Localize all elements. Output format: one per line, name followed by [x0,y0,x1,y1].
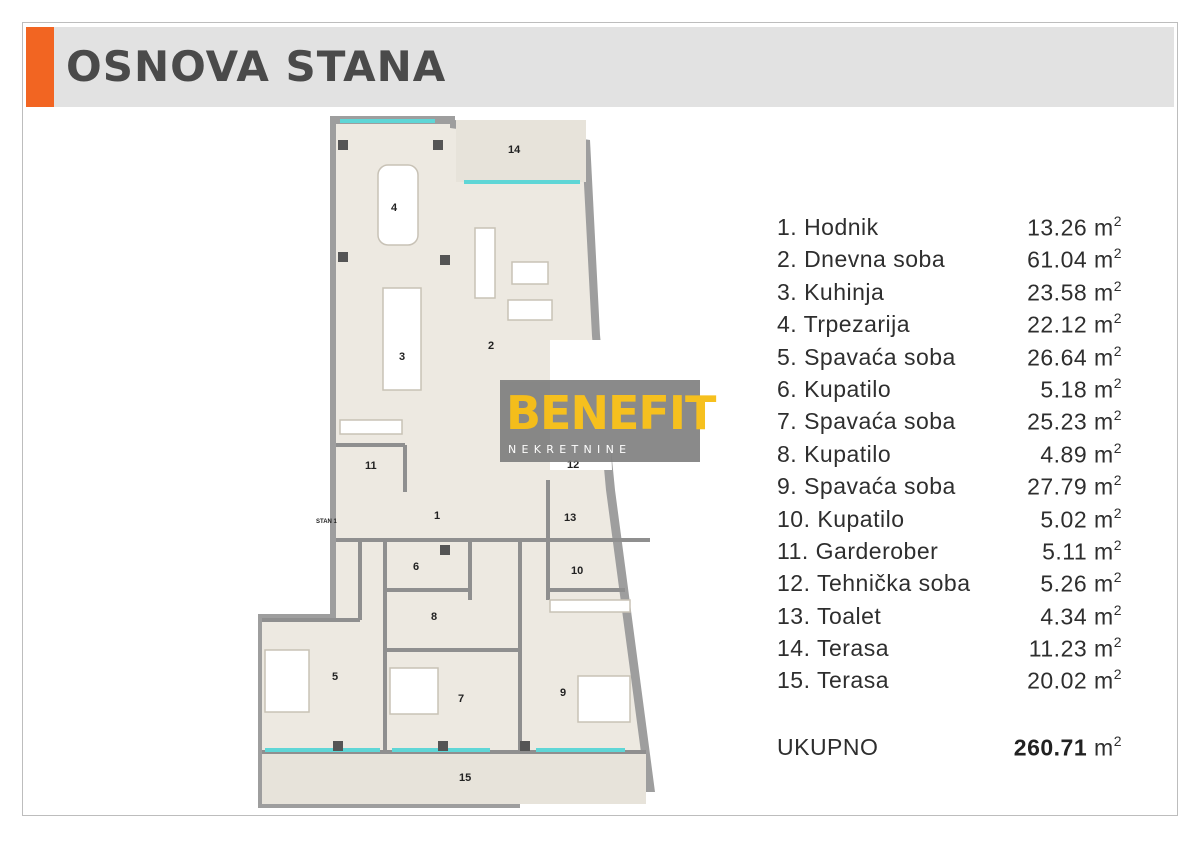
total-label: UKUPNO [777,734,879,760]
legend-room-name: 14. Terasa [777,635,889,662]
total-value: 260.71 [1013,734,1088,761]
page-title: OSNOVA STANA [66,42,447,91]
floor-plan: 1 2 3 4 5 6 7 8 9 10 11 12 13 14 15 STAN… [258,116,655,808]
area-legend: 1. Hodnik 13.26 m2 2. Dnevna soba 61.04 m2… [777,213,1122,700]
header-bar [26,27,1174,107]
bed-5 [264,649,310,713]
legend-room-area: 5.26 m2 [1040,569,1122,597]
watermark-subtitle: NEKRETNINE [508,443,632,456]
legend-room-name: 7. Spavaća soba [777,408,956,435]
legend-room-area: 61.04 m2 [1027,245,1122,274]
legend-room-area: 11.23 m2 [1028,634,1122,662]
legend-room-area: 4.89 m2 [1040,439,1122,468]
legend-row: 10. Kupatilo 5.02 m2 [777,504,1122,538]
legend-room-area: 23.58 m2 [1027,277,1122,306]
legend-row: 4. Trpezarija 22.12 m2 [777,310,1122,343]
room-label-8: 8 [431,611,437,623]
counter-11 [339,419,403,435]
legend-room-name: 8. Kupatilo [777,440,892,467]
legend-row: 6. Kupatilo 5.18 m2 [777,374,1122,408]
watermark-logo: BENEFIT NEKRETNINE [500,380,716,462]
legend-row: 8. Kupatilo 4.89 m2 [777,439,1122,473]
total-row: UKUPNO 260.71 m2 [777,733,1122,768]
legend-row: 14. Terasa 11.23 m2 [777,634,1122,667]
legend-room-area: 4.34 m2 [1040,601,1122,630]
room-label-7: 7 [458,693,464,705]
legend-room-name: 1. Hodnik [777,214,879,240]
legend-room-area: 20.02 m2 [1027,666,1122,695]
legend-room-area: 13.26 m2 [1027,213,1122,241]
room-label-3: 3 [399,351,405,363]
legend-room-name: 13. Toalet [777,602,882,629]
room-label-15: 15 [459,772,471,784]
legend-room-area: 26.64 m2 [1027,342,1122,371]
room-label-4: 4 [391,202,398,214]
room-label-12: 12 [567,459,579,471]
total-area: 260.71 m2 [1013,733,1122,761]
dining-table [377,164,419,246]
room-label-1: 1 [434,510,440,522]
legend-row: 2. Dnevna soba 61.04 m2 [777,245,1122,278]
watermark-brand: BENEFIT [506,386,716,440]
room-label-9: 9 [560,687,566,699]
legend-room-name: 9. Spavaća soba [777,473,956,500]
terrace-15 [262,752,646,804]
legend-row: 7. Spavaća soba 25.23 m2 [777,407,1122,440]
legend-room-area: 27.79 m2 [1027,472,1122,500]
legend-row: 11. Garderober 5.11 m2 [777,536,1122,570]
legend-row: 12. Tehnička soba 5.26 m2 [777,569,1122,602]
room-label-13: 13 [564,512,576,524]
legend-room-name: 12. Tehnička soba [777,570,971,597]
legend-row: 15. Terasa 20.02 m2 [777,666,1122,699]
legend-room-area: 5.11 m2 [1042,536,1122,565]
legend-room-area: 25.23 m2 [1027,407,1122,435]
legend-row: 3. Kuhinja 23.58 m2 [777,277,1122,311]
sofa [474,227,496,299]
wardrobe-9 [549,599,631,613]
room-label-14: 14 [508,144,521,156]
legend-row: 1. Hodnik 13.26 m2 [777,213,1122,246]
kitchen-island [382,287,422,391]
room-label-6: 6 [413,561,419,573]
legend-room-name: 10. Kupatilo [777,505,905,532]
coffee-table [511,261,549,285]
legend-room-name: 2. Dnevna soba [777,246,946,273]
armchair [507,299,553,321]
legend-room-name: 4. Trpezarija [777,311,911,338]
terrace-14 [456,120,586,182]
room-label-5: 5 [332,671,338,683]
legend-room-name: 11. Garderober [777,537,939,564]
plan-floor [262,124,646,804]
legend-room-name: 15. Terasa [777,667,889,694]
legend-row: 13. Toalet 4.34 m2 [777,601,1122,635]
header-accent [26,27,54,107]
legend-room-area: 22.12 m2 [1027,310,1122,338]
legend-room-name: 3. Kuhinja [777,278,885,305]
legend-row: 5. Spavaća soba 26.64 m2 [777,342,1122,376]
legend-room-area: 5.02 m2 [1040,504,1122,533]
room-label-11: 11 [365,460,377,472]
entrance-label: STAN 1 [316,519,338,525]
legend-room-name: 5. Spavaća soba [777,343,956,370]
legend-row: 9. Spavaća soba 27.79 m2 [777,472,1122,505]
bed-7 [389,667,439,715]
bed-9 [577,675,631,723]
room-label-2: 2 [488,340,494,352]
legend-room-area: 5.18 m2 [1040,374,1122,403]
room-label-10: 10 [571,565,583,577]
legend-room-name: 6. Kupatilo [777,375,892,402]
